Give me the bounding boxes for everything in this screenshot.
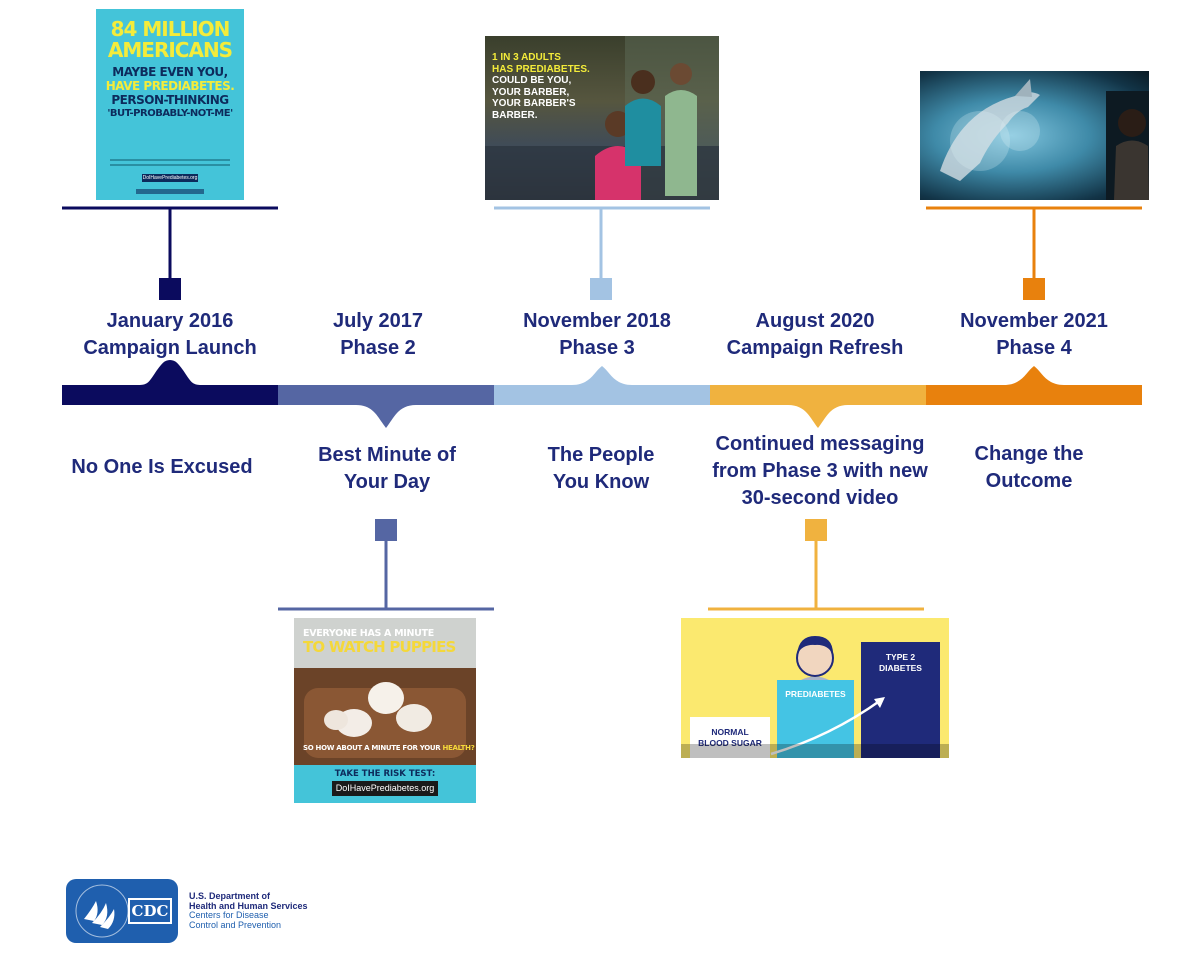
milestone-date: January 2016 xyxy=(106,310,234,332)
campaign-november-2018: The People You Know xyxy=(547,444,655,493)
milestone-name: Phase 4 xyxy=(996,337,1072,359)
connector-january-2016 xyxy=(62,206,278,300)
campaign-august-2020: Continued messaging from Phase 3 with ne… xyxy=(712,433,928,509)
milestone-july-2017-heading: July 2017 Phase 2 xyxy=(258,308,498,362)
milestone-date: August 2020 xyxy=(755,310,875,332)
connector-august-2020 xyxy=(708,519,924,611)
milestone-august-2020-heading: August 2020 Campaign Refresh xyxy=(695,308,935,362)
segment-august-2020 xyxy=(710,385,926,428)
segment-november-2018 xyxy=(494,366,710,405)
segment-november-2021 xyxy=(926,366,1142,405)
agency-name: U.S. Department of Health and Human Serv… xyxy=(189,891,308,930)
milestone-name: Phase 2 xyxy=(340,337,416,359)
connector-november-2018 xyxy=(494,206,710,300)
milestone-date: July 2017 xyxy=(332,310,424,332)
shark-video-image-2021 xyxy=(920,71,1149,200)
hhs-eagle-icon xyxy=(75,884,129,938)
milestone-date: November 2021 xyxy=(960,310,1108,332)
hhs-cdc-logo: CDC xyxy=(66,879,178,943)
milestone-november-2021-heading: November 2021 Phase 4 xyxy=(914,308,1154,362)
campaign-january-2016: No One Is Excused xyxy=(71,456,253,478)
milestone-november-2018-heading: November 2018 Phase 3 xyxy=(477,308,717,362)
segment-january-2016 xyxy=(62,360,278,405)
milestone-date: November 2018 xyxy=(523,310,671,332)
milestone-name: Campaign Refresh xyxy=(726,337,904,359)
segment-july-2017 xyxy=(278,385,494,428)
barber-image-2018: 1 IN 3 ADULTS HAS PREDIABETES. COULD BE … xyxy=(485,36,719,200)
puppies-image-2017: EVERYONE HAS A MINUTE TO WATCH PUPPIES S… xyxy=(294,618,476,803)
milestone-january-2016-heading: January 2016 Campaign Launch xyxy=(50,308,290,362)
connector-november-2021 xyxy=(926,206,1142,300)
campaign-july-2017: Best Minute of Your Day xyxy=(318,444,456,493)
cdc-logo-text: CDC xyxy=(128,898,172,924)
poster-image-2016: 84 MILLION AMERICANS MAYBE EVEN YOU, HAV… xyxy=(96,9,244,200)
connector-july-2017 xyxy=(278,519,494,611)
milestone-name: Campaign Launch xyxy=(83,337,257,359)
campaign-november-2021: Change the Outcome xyxy=(974,443,1084,492)
video-still-2020: NORMAL BLOOD SUGAR PREDIABETES TYPE 2 DI… xyxy=(681,618,949,758)
milestone-name: Phase 3 xyxy=(559,337,635,359)
